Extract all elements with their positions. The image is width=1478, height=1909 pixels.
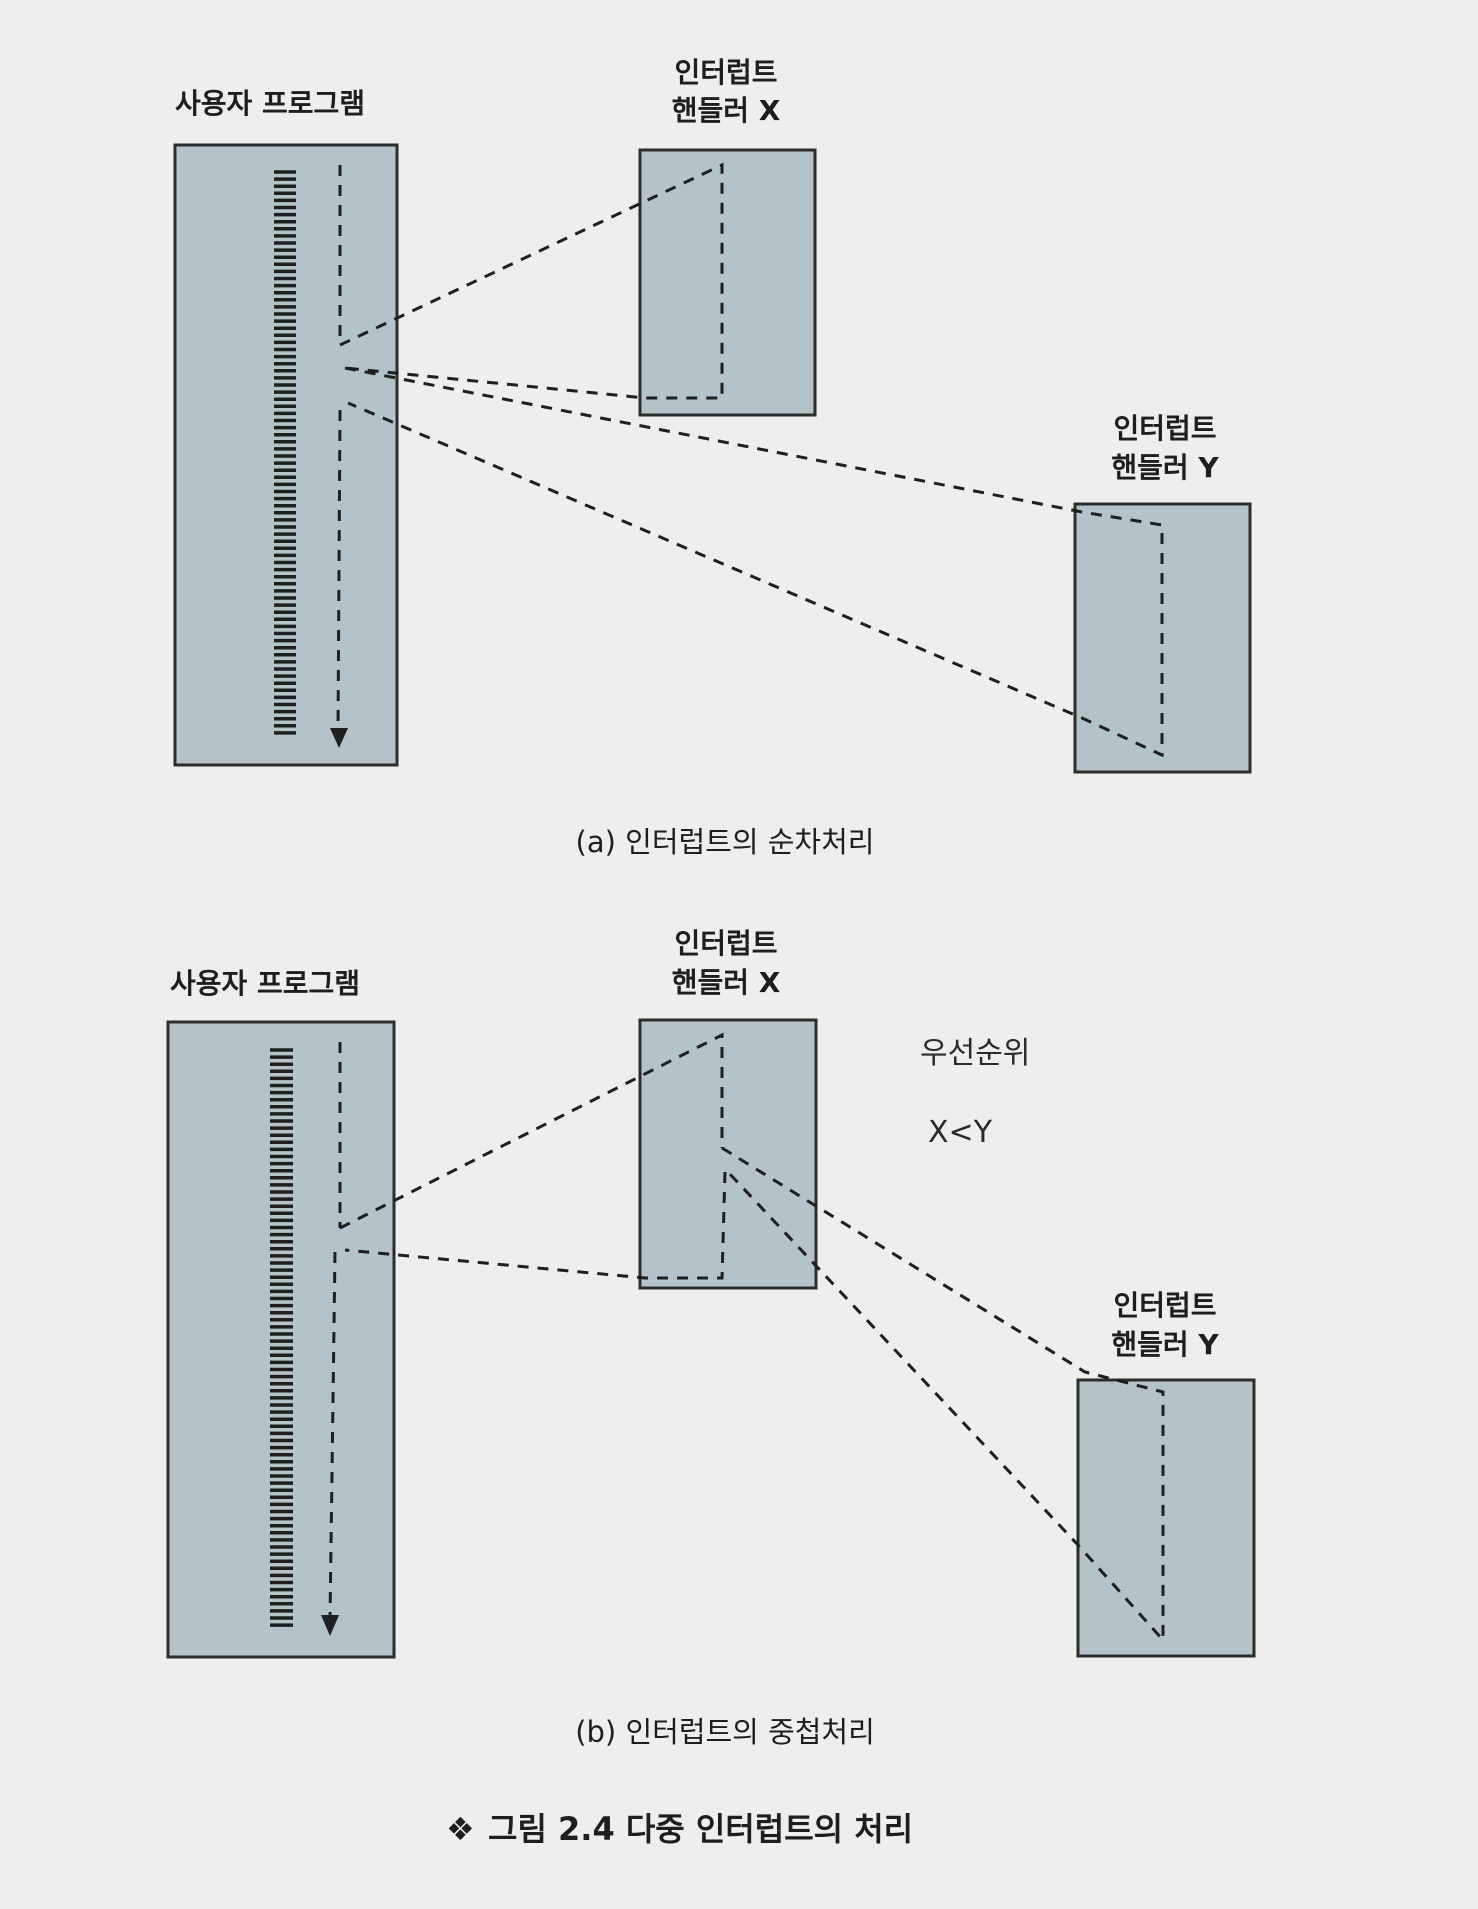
handler-x-label-a-line2: 핸들러 X [672,94,781,127]
interrupt-path-y-a [344,366,1164,758]
handler-x-box-a [638,148,817,417]
handler-y-label-a-line1: 인터럽트 [1113,412,1216,445]
handler-y-box-b [1076,1378,1256,1658]
program-flow-arrowhead-a [330,728,348,748]
caption-a: (a) 인터럽트의 순차처리 [576,825,875,859]
nested-interrupt-path-y-b [721,1146,1165,1644]
caption-b: (b) 인터럽트의 중첩처리 [575,1715,875,1749]
handler-y-label-b-line2: 핸들러 Y [1111,1328,1219,1361]
interrupt-path-x-b-return [344,1171,727,1280]
handler-x-box-b [638,1018,818,1290]
user-program-label-b: 사용자 프로그램 [170,967,360,1000]
user-program-label-a: 사용자 프로그램 [175,87,365,120]
instruction-ticks-a [274,170,296,735]
handwritten-priority-order: X<Y [928,1115,993,1150]
program-flow-b-2 [328,1251,337,1621]
interrupt-path-x-a [339,162,724,400]
handwritten-priority-note: 우선순위 [920,1036,1030,1071]
panel-b: 사용자 프로그램 인터럽트 핸들러 X 우선순위 X<Y 인터럽트 핸들러 Y … [166,927,1256,1749]
handler-x-label-b-line1: 인터럽트 [674,927,777,960]
interrupt-path-x-b-enter [339,1032,724,1230]
program-flow-arrowhead-b [321,1615,339,1636]
figure-title: 그림 2.4 다중 인터럽트의 처리 [488,1810,913,1848]
program-flow-a-2 [336,409,342,733]
handler-x-label-b-line2: 핸들러 X [672,966,781,999]
handler-y-label-a-line2: 핸들러 Y [1111,451,1219,484]
handler-x-label-a-line1: 인터럽트 [674,56,777,89]
panel-a: 사용자 프로그램 인터럽트 핸들러 X 인터럽트 핸들러 Y (a) 인터럽트의… [173,56,1252,859]
instruction-ticks-b [270,1048,293,1627]
figure-bullet-icon: ❖ [446,1810,475,1848]
handler-y-label-b-line1: 인터럽트 [1113,1289,1216,1322]
